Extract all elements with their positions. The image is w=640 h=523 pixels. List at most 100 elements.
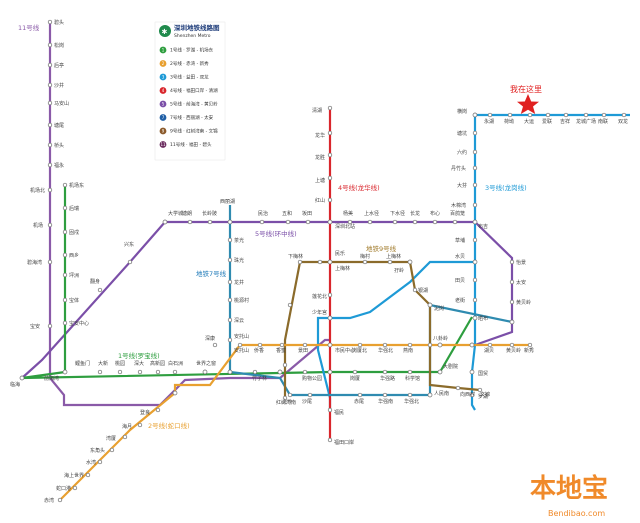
line-5-label: 5号线(环中线) [255, 229, 297, 238]
svg-text:大新: 大新 [98, 360, 108, 367]
svg-text:怡景: 怡景 [516, 259, 526, 266]
svg-text:碧头: 碧头 [54, 19, 64, 26]
svg-text:深康: 深康 [205, 335, 215, 342]
svg-text:机场东: 机场东 [69, 182, 84, 189]
legend-item-label: 3号线 · 益田 - 双龙 [170, 74, 209, 81]
svg-text:桃园: 桃园 [115, 360, 125, 367]
svg-text:木棉湾: 木棉湾 [451, 202, 466, 209]
svg-text:杨美: 杨美 [343, 210, 353, 217]
svg-text:布吉: 布吉 [478, 223, 488, 230]
svg-text:永湖: 永湖 [484, 118, 494, 125]
svg-text:红山: 红山 [315, 197, 325, 204]
svg-text:茶光: 茶光 [234, 237, 244, 244]
svg-text:赤湾: 赤湾 [44, 497, 54, 504]
svg-text:赤尾: 赤尾 [354, 399, 364, 405]
line-5-track [21, 220, 514, 379]
svg-text:五和: 五和 [282, 210, 292, 217]
svg-text:黄贝岭: 黄贝岭 [506, 347, 521, 354]
svg-text:塘坑: 塘坑 [457, 130, 467, 137]
legend-subtitle: Shenzhen Metro [174, 33, 211, 39]
svg-text:八卦岭: 八卦岭 [433, 335, 448, 342]
line-9-label: 地铁9号线 [366, 244, 397, 253]
svg-text:上水径: 上水径 [364, 210, 379, 217]
svg-text:景田: 景田 [298, 347, 308, 354]
svg-text:安托山: 安托山 [234, 333, 249, 340]
svg-text:龙华: 龙华 [315, 132, 325, 139]
svg-text:海月: 海月 [122, 423, 132, 430]
svg-text:福田口岸: 福田口岸 [334, 439, 354, 446]
legend-item-label: 2号线 · 赤湾 - 新秀 [170, 60, 209, 67]
svg-text:六约: 六约 [457, 149, 467, 156]
svg-text:湾厦: 湾厦 [106, 435, 116, 442]
line-2-label: 2号线(蛇口线) [148, 421, 190, 430]
svg-text:下水径: 下水径 [390, 210, 405, 217]
legend-item-label: 4号线 · 福田口岸 - 清湖 [170, 87, 218, 94]
svg-text:珠光: 珠光 [234, 257, 244, 264]
svg-text:龙胜: 龙胜 [315, 154, 325, 161]
svg-text:深圳北站: 深圳北站 [335, 223, 355, 230]
svg-text:后亭: 后亭 [54, 62, 64, 69]
watermark-en: Bendibao.com [548, 509, 605, 518]
svg-text:上塘: 上塘 [315, 177, 325, 184]
svg-text:宝安中心: 宝安中心 [69, 320, 89, 327]
svg-text:少年宫: 少年宫 [312, 309, 327, 316]
svg-text:百鸽笼: 百鸽笼 [450, 210, 465, 217]
svg-text:吉祥: 吉祥 [560, 118, 570, 125]
svg-text:水贝: 水贝 [455, 253, 465, 260]
svg-text:横岗: 横岗 [457, 108, 467, 115]
svg-text:民治: 民治 [258, 210, 268, 217]
svg-text:长龙: 长龙 [410, 210, 420, 217]
svg-text:上梅林: 上梅林 [386, 253, 401, 260]
svg-text:岗厦: 岗厦 [350, 376, 360, 382]
svg-text:福民: 福民 [334, 409, 344, 416]
svg-text:燕南: 燕南 [403, 347, 413, 354]
svg-text:龙城广场: 龙城广场 [576, 118, 596, 125]
line-3-track-south [316, 260, 475, 410]
svg-text:宝安: 宝安 [30, 323, 40, 330]
svg-text:科学馆: 科学馆 [405, 375, 420, 382]
svg-text:西乡: 西乡 [69, 253, 79, 259]
legend-line-badge-icon [159, 73, 167, 81]
svg-text:高新园: 高新园 [150, 360, 165, 367]
legend-line-number: 1 [162, 48, 165, 53]
svg-text:上沙: 上沙 [282, 398, 292, 405]
svg-text:桃源村: 桃源村 [234, 297, 249, 304]
legend-line-number: 2 [162, 61, 165, 66]
svg-text:太安: 太安 [516, 279, 526, 286]
svg-text:东角头: 东角头 [90, 447, 105, 454]
legend-line-badge-icon [159, 60, 167, 67]
svg-text:蛇口港: 蛇口港 [56, 485, 71, 492]
svg-text:塘尾: 塘尾 [54, 122, 64, 129]
svg-text:兴东: 兴东 [124, 241, 134, 248]
svg-text:大芬: 大芬 [457, 182, 467, 189]
svg-text:老街: 老街 [455, 297, 465, 304]
legend-line-badge-icon [159, 114, 167, 121]
svg-text:清湖: 清湖 [312, 107, 322, 114]
svg-text:国贸: 国贸 [478, 370, 488, 377]
svg-text:莲花北: 莲花北 [312, 293, 327, 300]
line-3-track [470, 113, 630, 411]
svg-text:宝体: 宝体 [69, 297, 79, 304]
svg-text:上梅林: 上梅林 [335, 265, 350, 272]
svg-text:大学城: 大学城 [168, 210, 183, 217]
svg-text:草埔: 草埔 [455, 237, 465, 244]
legend-item-label: 7号线 · 西丽湖 - 太安 [170, 114, 214, 121]
legend-item-label: 1号线 · 罗湖 - 机场东 [170, 47, 214, 54]
legend-item-label: 9号线 · 红树湾南 - 文锦 [170, 128, 218, 135]
legend-line-number: 4 [162, 88, 165, 93]
svg-text:南联: 南联 [598, 118, 608, 125]
station-dots [19, 19, 627, 503]
svg-text:龙井: 龙井 [234, 279, 244, 286]
line-1-label: 1号线(罗宝线) [118, 351, 160, 360]
svg-text:华强南: 华强南 [378, 398, 393, 405]
svg-text:沙尾: 沙尾 [302, 399, 312, 405]
svg-text:荷坳: 荷坳 [504, 118, 514, 125]
line-4-label: 4号线(龙华线) [338, 183, 380, 192]
svg-text:深云: 深云 [234, 317, 244, 324]
svg-text:坪洲: 坪洲 [69, 272, 79, 279]
svg-text:向西村: 向西村 [460, 391, 475, 398]
svg-text:香蜜: 香蜜 [276, 347, 286, 354]
svg-text:深大: 深大 [134, 360, 144, 367]
you-are-here-label: 我在这里 [510, 84, 542, 94]
